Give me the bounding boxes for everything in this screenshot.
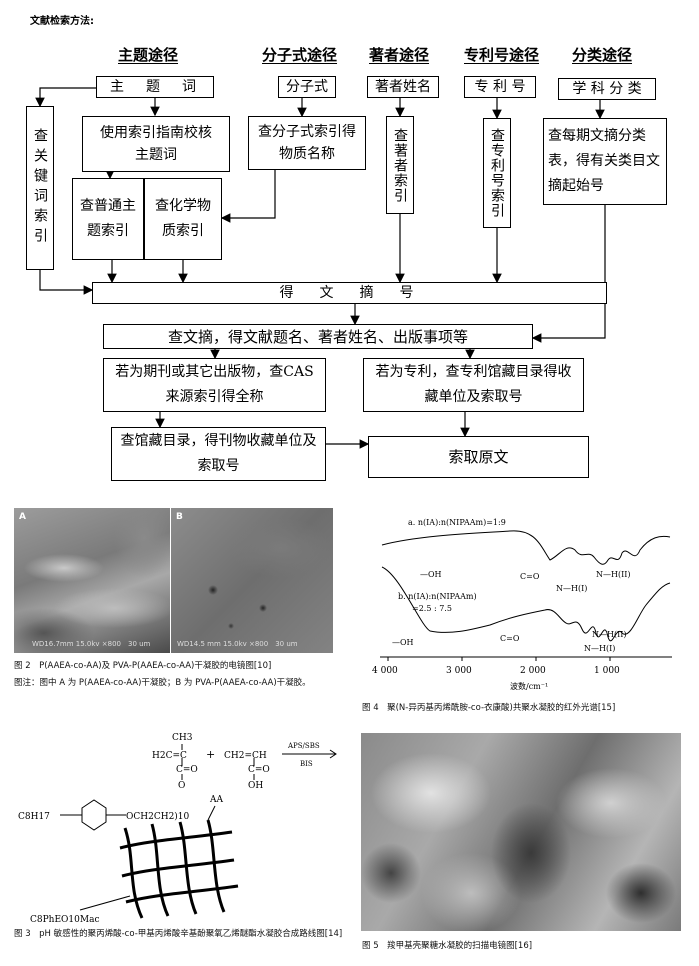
fig3-h2c: H2C=C bbox=[152, 751, 187, 761]
route-subject: 主题途径 bbox=[118, 46, 179, 64]
page-header: 文献检索方法: bbox=[30, 16, 94, 27]
fig3-aa: AA bbox=[209, 795, 223, 805]
fig4-nh2-b: N—H(II) bbox=[592, 630, 627, 639]
fig3-polymer-chain bbox=[178, 821, 198, 915]
fig4-tick-1000: 1 000 bbox=[594, 666, 620, 676]
route-author: 著者途径 bbox=[369, 46, 430, 64]
fig2-panel-a: A WD16.7mm 15.0kv ×800 30 um bbox=[14, 508, 170, 653]
flowchart-connectors bbox=[35, 87, 606, 449]
fig4-x-label: 波数/cm⁻¹ bbox=[510, 681, 548, 691]
fig4-oh-b: —OH bbox=[392, 638, 414, 647]
route-patent-no: 专利号途径 bbox=[464, 46, 540, 64]
fig3-ch2ch: CH2=CH bbox=[224, 751, 267, 761]
box-check-holdings: 查馆藏目录，得刊物收藏单位及索取号 bbox=[111, 427, 326, 481]
box-check-chem-substance: 查化学物质索引 bbox=[144, 178, 222, 260]
route-classification: 分类途径 bbox=[572, 46, 633, 64]
fig3-aps: APS/SBS bbox=[287, 742, 320, 750]
fig3-ch3: CH3 bbox=[172, 733, 193, 743]
box-abstract-no: 得 文 摘 号 bbox=[92, 282, 607, 304]
box-subject-term: 主 题 词 bbox=[96, 76, 214, 98]
fig3-c8h17: C8H17 bbox=[18, 812, 50, 822]
fig3-caption: 图 3 pH 敏感性的聚丙烯酸-co-甲基丙烯酸辛基酚聚氧乙烯醚酯水凝胶合成路线… bbox=[14, 929, 343, 939]
fig3-polymer-chain bbox=[206, 819, 226, 913]
box-check-keyword-index: 查关键词索引 bbox=[26, 106, 54, 270]
box-patent-no: 专 利 号 bbox=[464, 76, 536, 98]
fig3-mac: C8PhEO10Mac bbox=[30, 915, 100, 925]
fig4-curve-b-label-2: =2.5 : 7.5 bbox=[412, 604, 452, 613]
box-check-abstract: 查文摘，得文献题名、著者姓名、出版事项等 bbox=[103, 324, 533, 349]
fig4-co-b: C=O bbox=[500, 634, 520, 643]
route-formula: 分子式途径 bbox=[262, 46, 338, 64]
fig4-caption: 图 4 聚(N-异丙基丙烯酰胺-co-衣康酸)共聚水凝胶的红外光谱[15] bbox=[362, 703, 616, 713]
box-formula: 分子式 bbox=[278, 76, 336, 98]
fig3-c1: C=O bbox=[176, 765, 198, 775]
box-check-formula-index: 查分子式索引得物质名称 bbox=[248, 116, 366, 170]
box-check-general-subject: 查普通主题索引 bbox=[72, 178, 144, 260]
box-use-index-guide: 使用索引指南校核主题词 bbox=[82, 116, 230, 172]
fig4-ir-spectrum: a. n(IA):n(NIPAAm)=1:9 b. n(IA):n(NIPAAm… bbox=[372, 518, 672, 691]
box-periodical-case: 若为期刊或其它出版物，查CAS来源索引得全称 bbox=[103, 358, 326, 412]
fig2-panel-b-label: B bbox=[176, 512, 183, 522]
fig4-curve-a bbox=[381, 530, 671, 565]
fig4-nh1-b: N—H(I) bbox=[584, 644, 615, 653]
fig4-co-a: C=O bbox=[520, 572, 540, 581]
box-author-name: 著者姓名 bbox=[367, 76, 439, 98]
fig2-panel-b: B WD14.5 mm 15.0kv ×800 30 um bbox=[171, 508, 333, 653]
fig3-crosslink bbox=[121, 858, 235, 878]
box-check-patent-index: 查专利号索引 bbox=[483, 118, 511, 228]
fig3-chain: OCH2CH2)10 bbox=[126, 811, 190, 822]
fig5-sem-photo bbox=[361, 733, 681, 931]
fig2-panel-a-label: A bbox=[19, 512, 26, 522]
fig3-crosslink bbox=[119, 830, 233, 850]
fig3-c2: C=O bbox=[248, 765, 270, 775]
box-get-original: 索取原文 bbox=[368, 436, 589, 478]
fig2-caption: 图 2 P(AAEA-co-AA)及 PVA-P(AAEA-co-AA)干凝胶的… bbox=[14, 661, 272, 671]
fig3-synthesis-scheme: CH3 H2C=C C=O O + CH2=CH C=O OH APS/SBS … bbox=[18, 733, 337, 925]
fig3-benzene-ring bbox=[81, 799, 107, 831]
box-check-author-index: 查著者索引 bbox=[386, 116, 414, 214]
fig4-nh2-a: N—H(II) bbox=[596, 570, 631, 579]
fig4-tick-3000: 3 000 bbox=[446, 666, 472, 676]
fig4-oh-a: —OH bbox=[420, 570, 442, 579]
fig2-panel-b-scale: WD14.5 mm 15.0kv ×800 30 um bbox=[177, 640, 298, 648]
box-subject-class: 学 科 分 类 bbox=[558, 78, 656, 100]
fig3-o1: O bbox=[178, 781, 185, 791]
fig4-curve-b bbox=[381, 566, 671, 642]
fig4-tick-2000: 2 000 bbox=[520, 666, 546, 676]
fig4-tick-4000: 4 000 bbox=[372, 666, 398, 676]
fig5-caption: 图 5 羧甲基壳聚糖水凝胶的扫描电镜图[16] bbox=[362, 941, 533, 951]
fig3-bis: BIS bbox=[300, 760, 313, 768]
fig3-plus: + bbox=[206, 748, 215, 761]
fig2-note: 图注：图中 A 为 P(AAEA-co-AA)干凝胶；B 为 PVA-P(AAE… bbox=[14, 678, 311, 688]
box-patent-case: 若为专利，查专利馆藏目录得收藏单位及索取号 bbox=[363, 358, 584, 412]
fig3-crosslink bbox=[125, 884, 239, 904]
fig4-nh1-a: N—H(I) bbox=[556, 584, 587, 593]
fig3-oh: OH bbox=[248, 781, 263, 791]
fig4-curve-a-label: a. n(IA):n(NIPAAm)=1:9 bbox=[408, 518, 506, 527]
fig4-curve-b-label-1: b. n(IA):n(NIPAAm) bbox=[398, 592, 477, 601]
fig2-panel-a-scale: WD16.7mm 15.0kv ×800 30 um bbox=[32, 640, 151, 648]
box-check-class-table: 查每期文摘分类表，得有关类目文摘起始号 bbox=[543, 118, 667, 205]
